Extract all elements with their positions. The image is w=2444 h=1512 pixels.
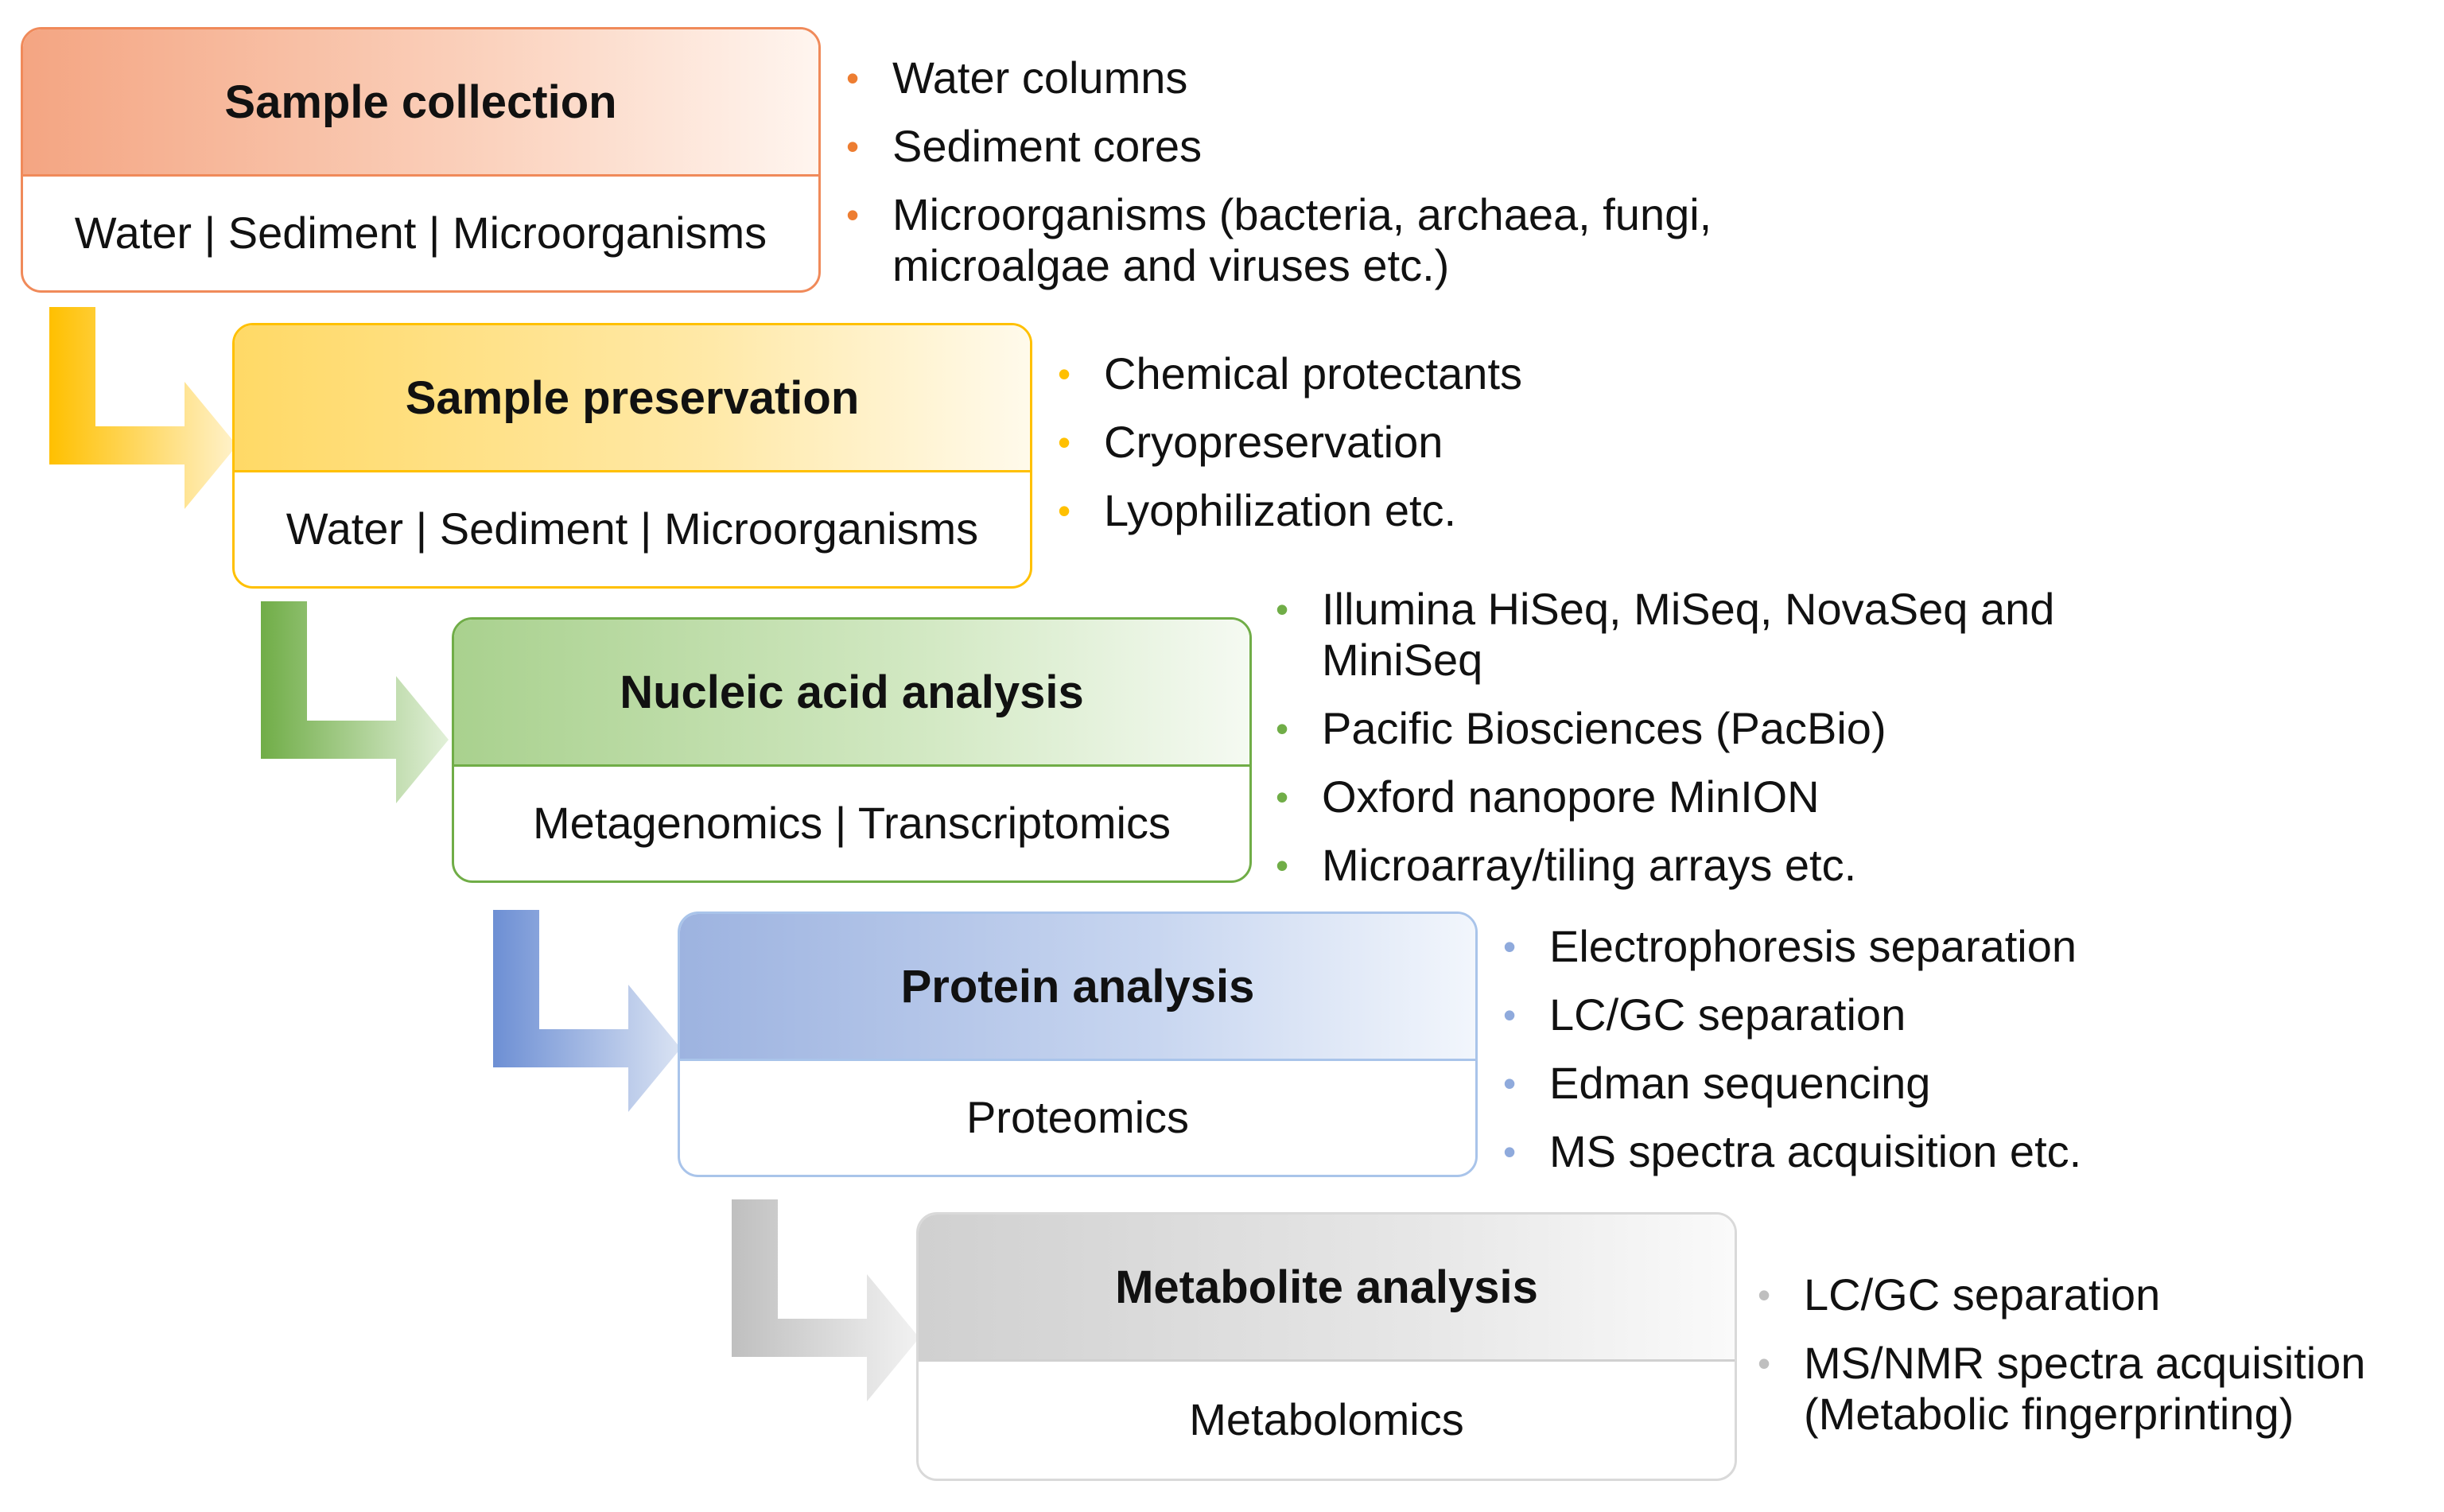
step-box-metabolite-analysis: Metabolite analysis Metabolomics	[916, 1212, 1737, 1481]
list-item: •MS spectra acquisition etc.	[1503, 1126, 2082, 1176]
step-subtitle-protein-analysis: Proteomics	[966, 1091, 1190, 1142]
step-subtitle-nucleic-acid-analysis: Metagenomics | Transcriptomics	[533, 797, 1171, 848]
list-item: •Edman sequencing	[1503, 1058, 1931, 1108]
list-item: •Sediment cores	[846, 121, 1203, 171]
flow-arrow-3	[493, 910, 681, 1112]
list-item: •Oxford nanopore MinION	[1276, 772, 1820, 822]
list-item: •Chemical protectants	[1058, 348, 1523, 398]
bullet-dot-icon: •	[1503, 926, 1517, 967]
list-item: •Pacific Biosciences (PacBio)	[1276, 703, 1886, 753]
step-box-sample-preservation: Sample preservation Water | Sediment | M…	[232, 323, 1032, 589]
bullet-dot-icon: •	[1276, 589, 1289, 630]
list-item: •MS/NMR spectra acquisition (Metabolic f…	[1758, 1338, 2366, 1439]
step-title-sample-preservation: Sample preservation	[235, 325, 1030, 472]
bullet-dot-icon: •	[846, 126, 860, 167]
list-item: •Microorganisms (bacteria, archaea, fung…	[846, 189, 1712, 290]
step-title-protein-analysis: Protein analysis	[680, 914, 1475, 1061]
flow-arrow-4	[732, 1199, 919, 1401]
bullet-dot-icon: •	[1503, 1131, 1517, 1172]
bullet-dot-icon: •	[1276, 776, 1289, 818]
step-subtitle-sample-collection: Water | Sediment | Microorganisms	[74, 207, 767, 258]
bullet-dot-icon: •	[1058, 422, 1071, 463]
bullet-dot-icon: •	[1503, 1063, 1517, 1104]
list-item: •LC/GC separation	[1758, 1269, 2161, 1320]
step-box-protein-analysis: Protein analysis Proteomics	[678, 911, 1478, 1177]
bullet-dot-icon: •	[1758, 1274, 1771, 1316]
list-item: •Water columns	[846, 52, 1188, 103]
bullet-dot-icon: •	[846, 57, 860, 99]
bullet-dot-icon: •	[1276, 845, 1289, 886]
list-item: •Cryopreservation	[1058, 417, 1443, 467]
step-box-nucleic-acid-analysis: Nucleic acid analysis Metagenomics | Tra…	[452, 617, 1252, 883]
list-item: •Microarray/tiling arrays etc.	[1276, 840, 1857, 890]
bullet-list-protein-analysis: •Electrophoresis separation •LC/GC separ…	[1503, 921, 2378, 1195]
bullet-dot-icon: •	[1276, 708, 1289, 749]
list-item: •Lyophilization etc.	[1058, 485, 1457, 535]
step-subtitle-sample-preservation: Water | Sediment | Microorganisms	[286, 503, 979, 554]
list-item: •Illumina HiSeq, MiSeq, NovaSeq and Mini…	[1276, 584, 2055, 685]
flow-arrow-1	[49, 307, 237, 509]
bullet-dot-icon: •	[1058, 353, 1071, 395]
step-title-metabolite-analysis: Metabolite analysis	[919, 1215, 1735, 1362]
list-item: •Electrophoresis separation	[1503, 921, 2077, 971]
step-subtitle-metabolite-analysis: Metabolomics	[1189, 1393, 1464, 1444]
step-title-nucleic-acid-analysis: Nucleic acid analysis	[454, 620, 1249, 767]
step-box-sample-collection: Sample collection Water | Sediment | Mic…	[21, 27, 821, 293]
step-title-sample-collection: Sample collection	[23, 29, 818, 177]
list-item: •LC/GC separation	[1503, 989, 1906, 1040]
flow-arrow-2	[261, 601, 449, 803]
bullet-dot-icon: •	[1058, 490, 1071, 531]
bullet-list-sample-preservation: •Chemical protectants •Cryopreservation …	[1058, 348, 1933, 554]
bullet-dot-icon: •	[1503, 994, 1517, 1036]
bullet-dot-icon: •	[846, 194, 860, 235]
bullet-dot-icon: •	[1758, 1343, 1771, 1384]
bullet-list-nucleic-acid-analysis: •Illumina HiSeq, MiSeq, NovaSeq and Mini…	[1276, 584, 2071, 908]
bullet-list-metabolite-analysis: •LC/GC separation •MS/NMR spectra acquis…	[1758, 1269, 2442, 1457]
bullet-list-sample-collection: •Water columns •Sediment cores •Microorg…	[846, 52, 1896, 309]
